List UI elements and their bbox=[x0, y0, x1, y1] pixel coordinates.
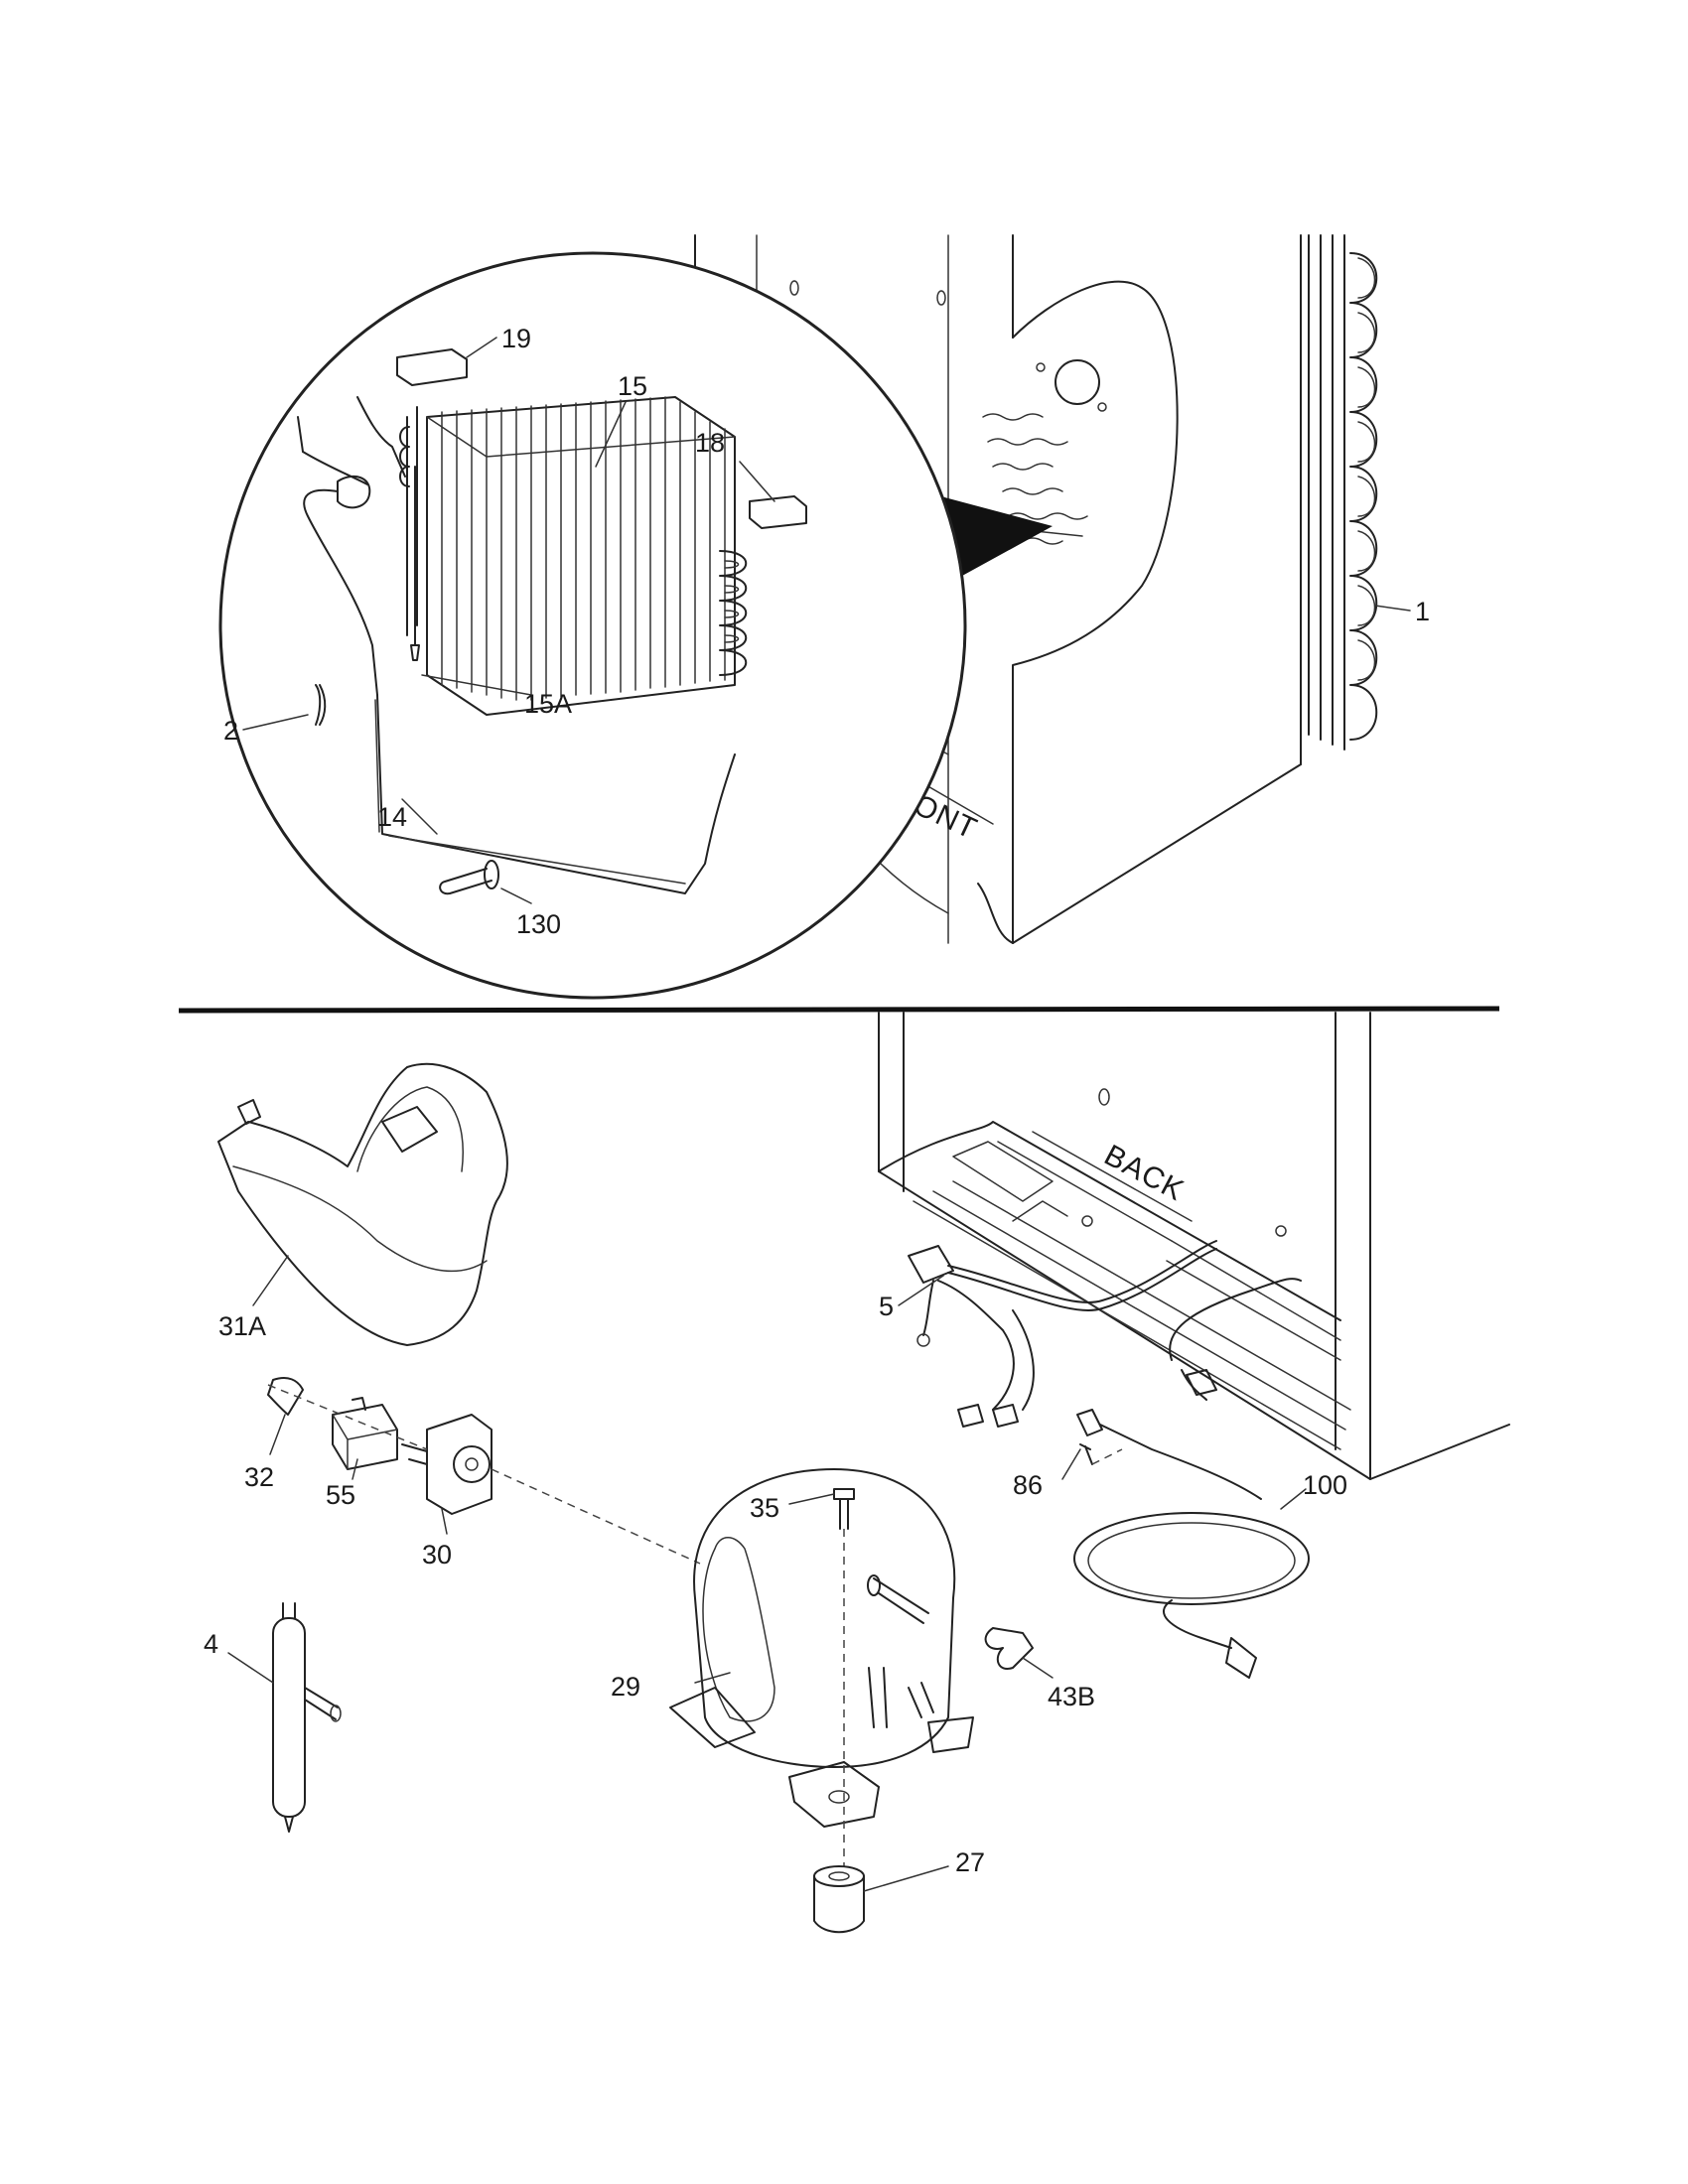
callout-30: 30 bbox=[422, 1540, 452, 1570]
cabinet-port bbox=[1055, 359, 1100, 405]
cabinet-back-view: BACK bbox=[878, 1012, 1510, 1480]
callout-130: 130 bbox=[516, 909, 561, 939]
plug-130 bbox=[439, 868, 492, 895]
clip-2 bbox=[315, 684, 327, 726]
cabinet-hole bbox=[789, 280, 799, 296]
clip-43b bbox=[984, 1627, 1034, 1670]
bolt-35 bbox=[833, 1488, 855, 1530]
callout-31a: 31A bbox=[218, 1311, 266, 1341]
relay-55 bbox=[332, 1397, 398, 1470]
insulation-block-18 bbox=[749, 495, 807, 529]
insulation-block-19 bbox=[396, 348, 468, 386]
top-leader-lines bbox=[242, 337, 1411, 904]
callout-55: 55 bbox=[326, 1480, 355, 1510]
callout-27: 27 bbox=[955, 1847, 985, 1877]
detail-circle bbox=[218, 251, 967, 1000]
screw-86 bbox=[1079, 1443, 1093, 1465]
condenser-coil bbox=[1308, 234, 1378, 751]
callout-15: 15 bbox=[618, 371, 647, 401]
power-cord-100 bbox=[1073, 1409, 1310, 1679]
section-divider bbox=[178, 1006, 1500, 1014]
callout-1: 1 bbox=[1415, 597, 1430, 626]
overload-30 bbox=[401, 1414, 492, 1515]
drain-pan-31a bbox=[217, 1062, 508, 1346]
defrost-thermostat bbox=[337, 475, 371, 509]
callout-100: 100 bbox=[1303, 1470, 1347, 1500]
filter-drier-4 bbox=[272, 1602, 342, 1833]
grommet-27 bbox=[813, 1865, 865, 1934]
callout-18: 18 bbox=[695, 428, 725, 458]
cover-32 bbox=[267, 1377, 304, 1416]
callout-29: 29 bbox=[611, 1672, 640, 1702]
callout-32: 32 bbox=[244, 1462, 274, 1492]
callout-19: 19 bbox=[501, 324, 531, 353]
back-label: BACK bbox=[1099, 1139, 1190, 1207]
callout-4: 4 bbox=[204, 1629, 218, 1659]
evaporator-detail-view bbox=[218, 251, 1053, 1000]
callout-35: 35 bbox=[750, 1493, 779, 1523]
callout-43b: 43B bbox=[1048, 1682, 1095, 1711]
bottom-leader-lines bbox=[227, 1255, 1307, 1892]
sensor-lead bbox=[297, 416, 304, 453]
callout-5: 5 bbox=[879, 1292, 894, 1321]
compressor-29 bbox=[669, 1468, 974, 1828]
callout-15a: 15A bbox=[524, 689, 572, 719]
callout-2: 2 bbox=[223, 716, 238, 746]
evaporator bbox=[399, 396, 748, 716]
wiring-harness-5 bbox=[908, 1240, 1302, 1428]
callout-86: 86 bbox=[1013, 1470, 1043, 1500]
callout-14: 14 bbox=[377, 802, 407, 832]
